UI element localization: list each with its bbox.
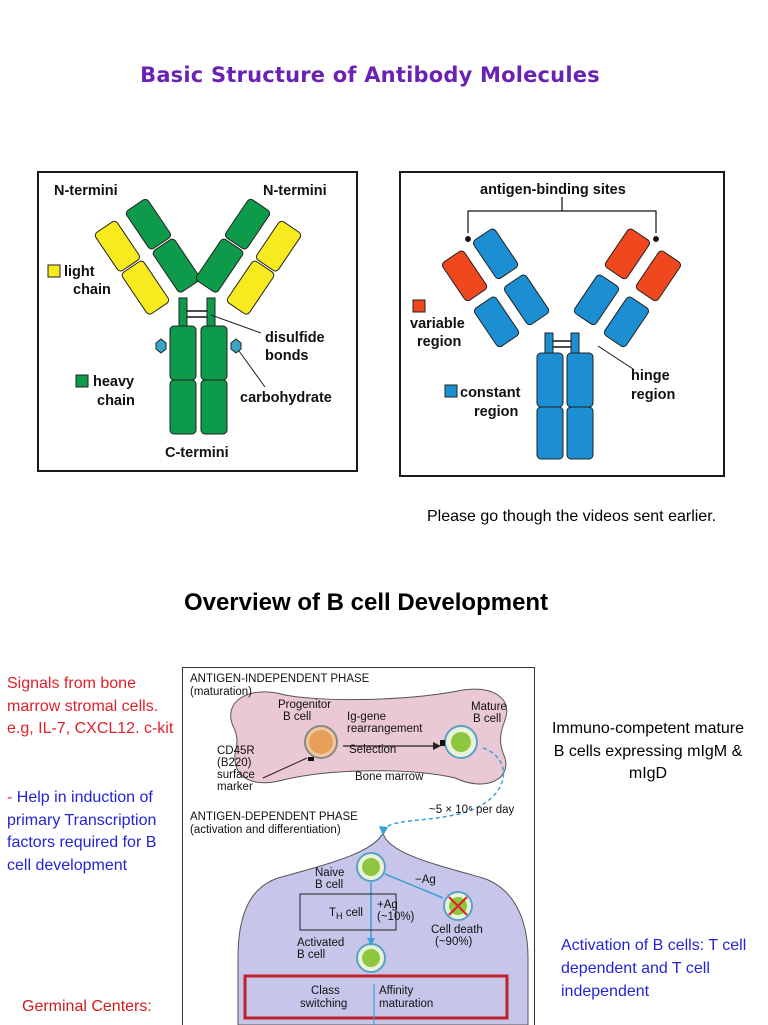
light-chain-swatch [47,264,61,278]
ig-gene-label-2: rearrangement [347,723,423,735]
cd45r-label-3: surface [217,769,255,781]
ig-gene-label: Ig-gene [347,711,386,723]
slide-title: Basic Structure of Antibody Molecules [140,63,600,87]
disulfide-label: disulfide [265,330,325,346]
activation-differentiation-label: (activation and differentiation) [190,824,341,836]
cd45r-label-2: (B220) [217,757,252,769]
carbohydrate-label: carbohydrate [240,390,332,406]
hinge-region-label-2: region [631,387,675,403]
germinal-centers-note: Germinal Centers: [22,998,152,1015]
bone-marrow-shape [230,688,508,785]
signals-note: Signals from bone marrow stromal cells. … [7,675,174,737]
light-chain-label: light [64,264,95,280]
selection-label: Selection [349,744,396,756]
transcription-note: - Help in induction of primary Transcrip… [7,787,182,877]
minus-ag-label: −Ag [415,874,436,886]
constant-region-label-2: region [474,404,518,420]
naive-label-2: B cell [315,879,343,891]
mature-label: Mature [471,701,507,713]
maturation-label: (maturation) [190,686,252,698]
th-cell-label: TH cell [329,907,363,921]
antigen-dependent-phase-label: ANTIGEN-DEPENDENT PHASE [190,811,358,823]
light-chain-label-2: chain [73,282,111,298]
b-cell-development-figure: ANTIGEN-INDEPENDENT PHASE (maturation) P… [182,667,535,1025]
bone-marrow-label: Bone marrow [355,771,424,783]
activated-label: Activated [297,937,344,949]
n-termini-left-label: N-termini [54,183,118,199]
variable-region-label: variable [410,316,465,332]
progenitor-label-2: B cell [283,711,311,723]
constant-region-swatch [444,384,458,398]
immunocompetent-note: Immuno-competent mature B cells expressi… [551,720,745,782]
antibody-structure-figure: N-termini N-termini light chain disulfid… [37,171,358,472]
cd45r-label-4: marker [217,781,253,793]
antibody-regions-figure: antigen-binding sites variable region co… [399,171,725,477]
mature-label-2: B cell [473,713,501,725]
cd45r-label: CD45R [217,745,255,757]
videos-note: Please go though the videos sent earlier… [427,508,717,525]
class-switching-label-2: switching [300,998,347,1010]
n-termini-right-label: N-termini [263,183,327,199]
antigen-independent-phase-label: ANTIGEN-INDEPENDENT PHASE [190,673,370,685]
activation-note: Activation of B cells: T cell dependent … [561,937,747,1000]
plus-ag-label: +Ag [377,899,398,911]
activated-label-2: B cell [297,949,325,961]
cell-death-label-2: (~90%) [435,936,473,948]
affinity-maturation-label-2: maturation [379,998,433,1010]
antibody-regions-diagram [441,197,682,460]
heavy-chain-swatch [75,374,89,388]
progenitor-label: Progenitor [278,699,331,711]
variable-region-label-2: region [417,334,461,350]
transcription-note-text: Help in induction of primary Transcripti… [7,789,157,874]
constant-region-label: constant [460,385,521,401]
affinity-maturation-label: Affinity [379,985,414,997]
heavy-chain-label: heavy [93,374,134,390]
disulfide-label-2: bonds [265,348,309,364]
cell-death-label: Cell death [431,924,483,936]
section-heading: Overview of B cell Development [183,589,549,616]
heavy-chain-label-2: chain [97,393,135,409]
per-day-label: ~5 × 10⁶ per day [429,804,515,816]
c-termini-label: C-termini [165,445,229,461]
naive-label: Naive [315,867,344,879]
hinge-region-label: hinge [631,368,670,384]
plus-ag-label-2: (~10%) [377,911,415,923]
antigen-binding-label: antigen-binding sites [480,182,626,198]
class-switching-label: Class [311,985,340,997]
transcription-dash: - [7,789,17,806]
antibody-diagram [94,198,302,435]
variable-region-swatch [412,299,426,313]
